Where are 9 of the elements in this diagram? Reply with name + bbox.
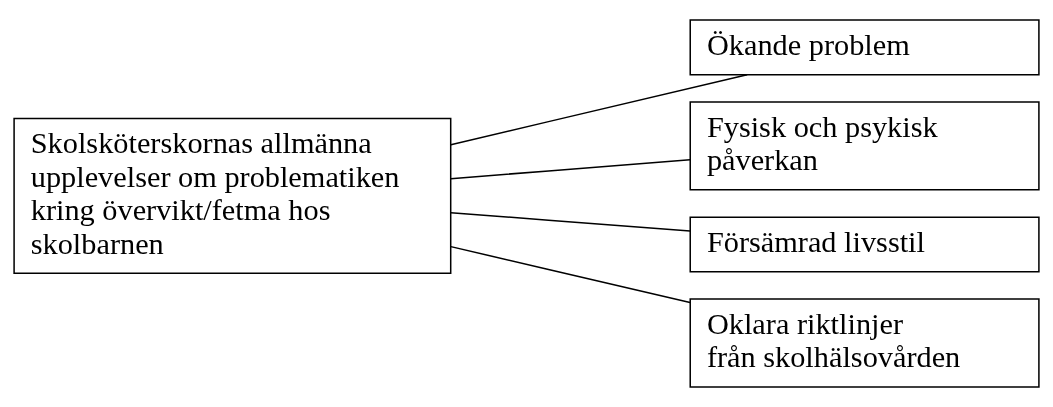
node-box: Skolsköterskornas allmänna upplevelser om problematiken kring övervikt/fetma hos skolbarnen xyxy=(13,117,452,274)
connector xyxy=(450,73,748,146)
connector xyxy=(450,211,691,232)
node-box: Oklara riktlinjer från skolhälsovården xyxy=(689,298,1040,388)
node-box: Ökande problem xyxy=(689,19,1040,76)
connector xyxy=(450,245,691,304)
node-box: Fysisk och psykisk påverkan xyxy=(689,101,1040,191)
connector xyxy=(450,158,691,180)
node-box: Försämrad livsstil xyxy=(689,216,1040,273)
